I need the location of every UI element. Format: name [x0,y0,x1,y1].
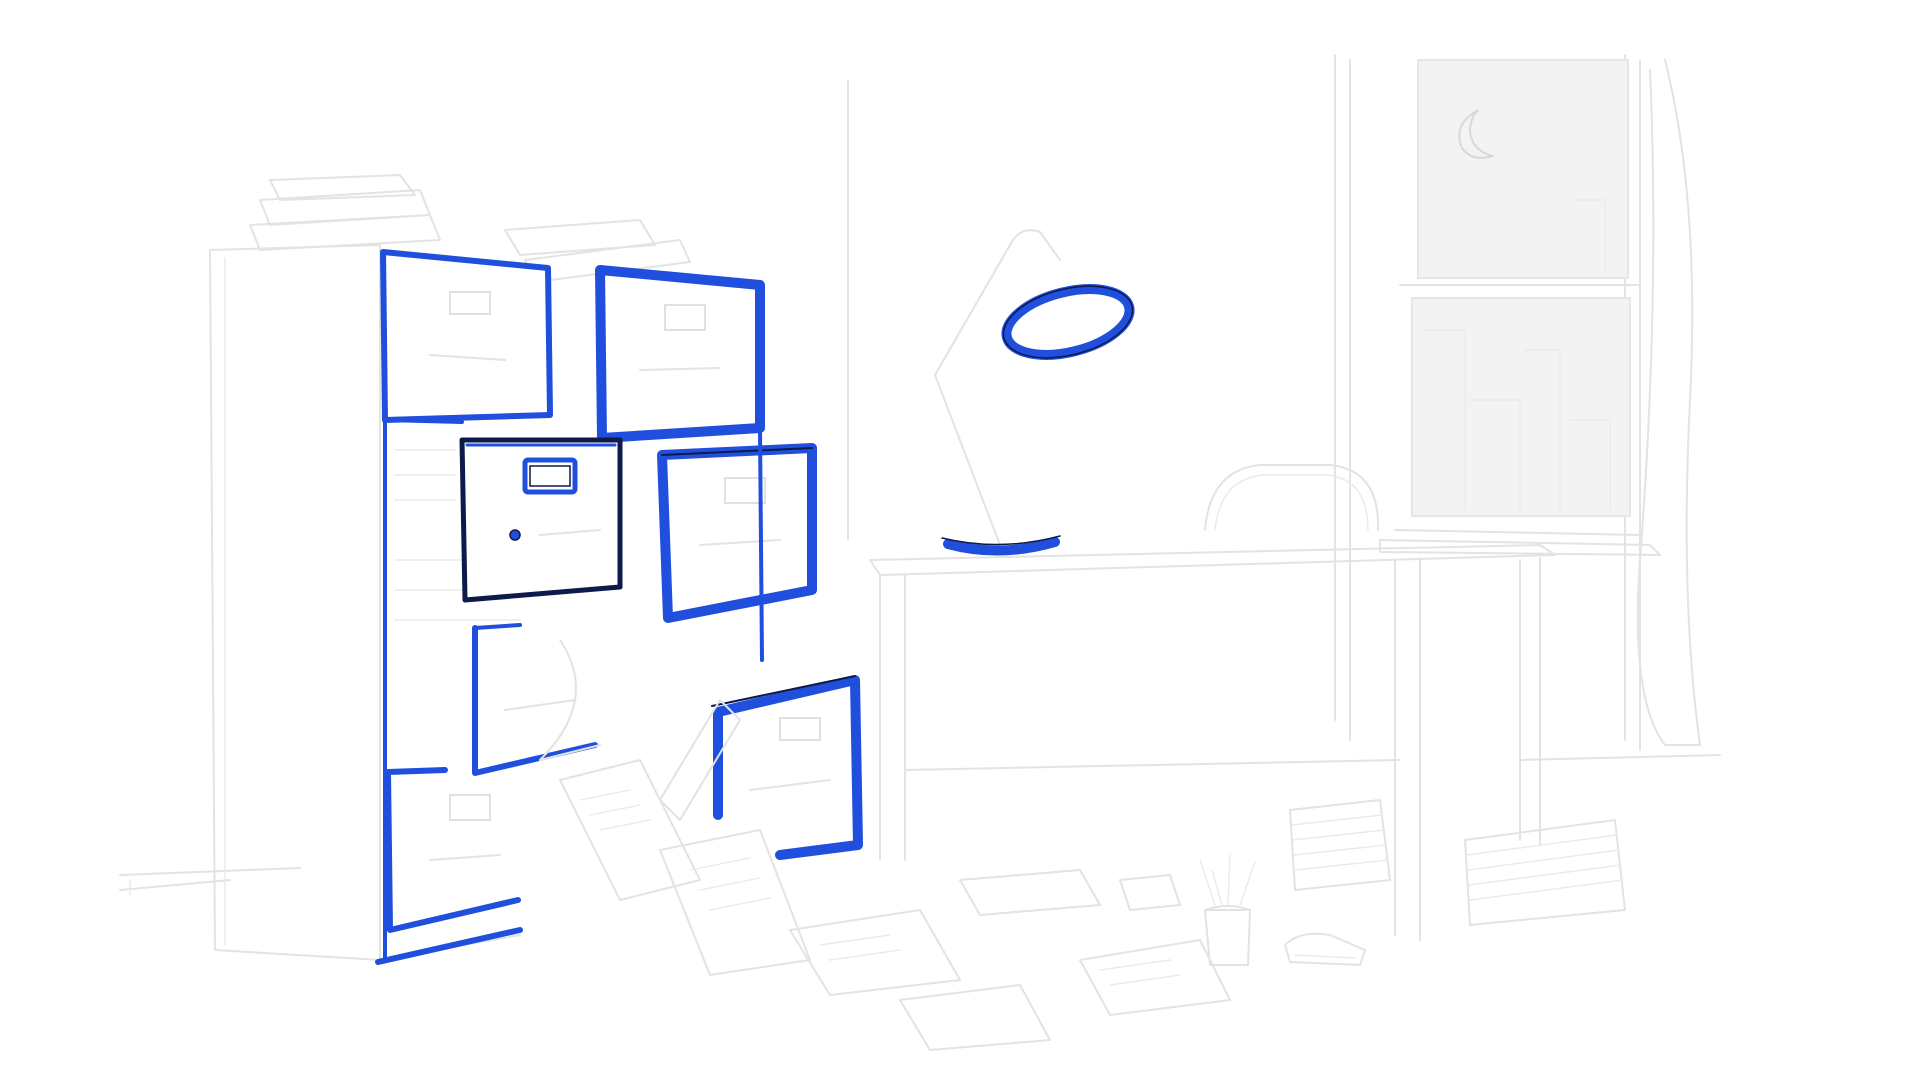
lamp-shade-rim [1001,284,1135,360]
cabinet-drawer-lower-right [711,675,863,860]
office-chair [1204,464,1380,531]
window-lower-pane [1411,297,1631,517]
moon-icon [1458,109,1496,159]
cabinet-drawer-middle-left [383,418,623,603]
stapler [1284,932,1366,966]
scattered-papers [559,699,1231,1051]
cabinet-drawer-top-left [380,249,553,423]
drawer-label-holder [522,457,578,495]
lamp-base [943,537,1060,556]
cabinet-drawer-middle-right [657,428,817,662]
filing-cabinet [375,249,863,965]
cabinet-drawer-lower-left [472,623,601,776]
night-window [1334,54,1701,751]
paper-stacks [1289,799,1626,926]
drawer-keyhole [509,529,521,541]
office-desk [869,544,1556,941]
window-upper-pane [1417,59,1629,279]
desk-lamp [934,229,1135,556]
pencil-cup [1199,854,1256,966]
cabinet-drawer-bottom-left [385,767,521,933]
cabinet-drawer-top-right [595,265,765,443]
room-background [119,79,1721,896]
